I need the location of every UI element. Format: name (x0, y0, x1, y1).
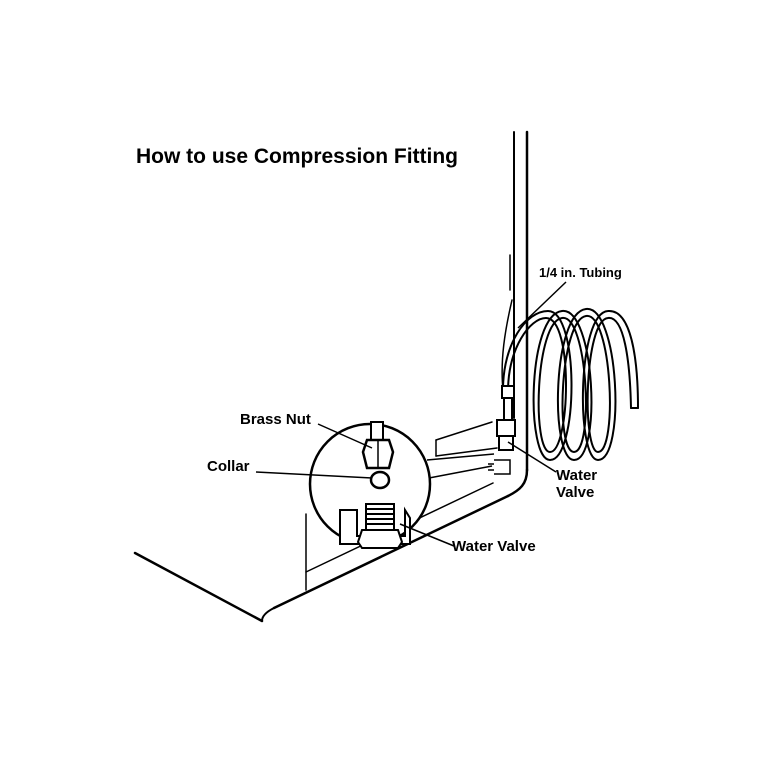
label-leader-lines (255, 281, 567, 547)
magnified-detail-view (308, 421, 495, 549)
tubing-label: 1/4 in. Tubing (539, 265, 622, 280)
cabinet-outline (133, 130, 529, 623)
tubing-leader (517, 281, 567, 329)
water-valve-right-label-line1: Water (556, 467, 598, 484)
collar-label: Collar (207, 458, 250, 475)
rear-valve-fitting (488, 385, 516, 475)
water-valve-right-label-line2: Valve (556, 484, 595, 502)
brass-nut-leader (317, 423, 373, 449)
water-valve-bottom-label: Water Valve (452, 538, 536, 555)
water-valve-right-label: Water Valve (556, 467, 626, 502)
brass-nut-label: Brass Nut (240, 411, 311, 428)
copper-tubing-coil (501, 299, 639, 462)
water-valve-bottom-leader (399, 523, 455, 547)
diagram-title: How to use Compression Fitting (136, 145, 459, 168)
collar-leader (255, 471, 373, 479)
water-valve-right-leader (507, 441, 557, 473)
